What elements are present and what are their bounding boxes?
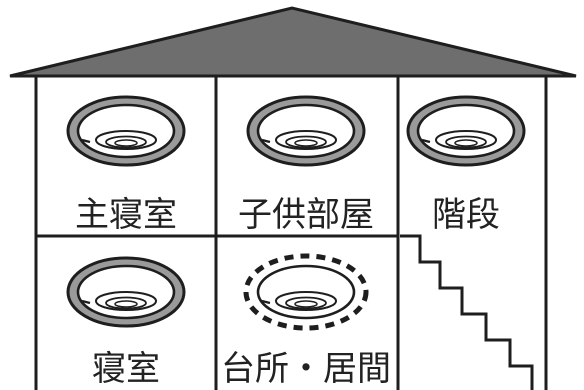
room-label-stairs: 階段 [432, 195, 500, 235]
smoke-detector-icon [66, 95, 186, 167]
staircase-icon [400, 234, 534, 390]
smoke-detector-icon [243, 253, 369, 331]
roof [9, 6, 577, 78]
room-kitchen-living: 台所・居間 [221, 253, 391, 389]
smoke-detector-icon [406, 95, 526, 167]
room-label-master-bedroom: 主寝室 [75, 195, 177, 235]
house-walls [34, 76, 548, 390]
room-master-bedroom: 主寝室 [66, 95, 186, 235]
room-kids-room: 子供部屋 [238, 95, 374, 235]
smoke-detector-icon [66, 256, 186, 328]
smoke-detector-icon [246, 95, 366, 167]
room-label-bedroom: 寝室 [92, 349, 160, 389]
room-label-kids-room: 子供部屋 [238, 195, 374, 235]
room-stairs: 階段 [406, 95, 526, 235]
room-bedroom: 寝室 [66, 256, 186, 389]
room-label-kitchen-living: 台所・居間 [221, 349, 391, 389]
